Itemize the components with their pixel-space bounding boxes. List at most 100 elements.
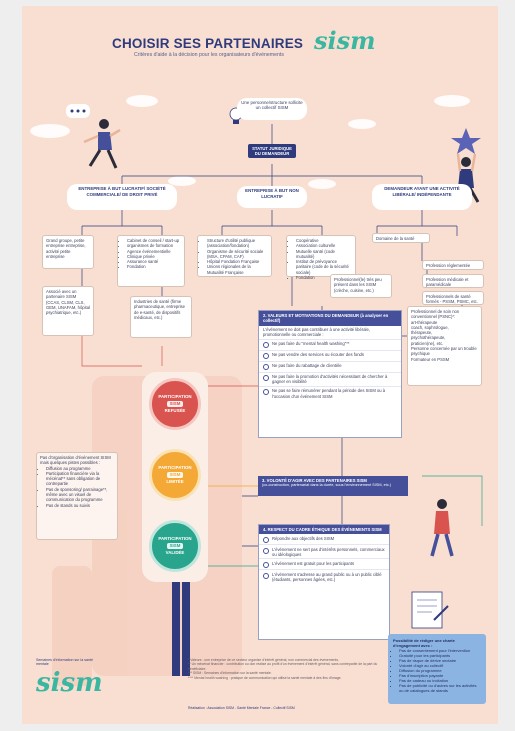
participation-limited: PARTICIPATION SISM LIMITÉE <box>149 449 201 501</box>
values-item: Ne pas faire la promotion d'activités né… <box>259 371 401 386</box>
panel-partners: 3. VOLONTÉ D'AGIR AVEC DES PARTENAIRES S… <box>258 476 408 496</box>
panel-partners-sub: (co-construction, partenariat dans la du… <box>262 483 392 488</box>
panel-ethics: 4. RESPECT DU CADRE ÉTHIQUE DES ÉVÉNEMEN… <box>258 524 390 640</box>
check-circle-icon <box>263 353 269 360</box>
participation-word: PARTICIPATION <box>158 536 192 541</box>
values-item-text: Ne pas faire la promotion d'activités né… <box>272 374 388 385</box>
blue-note-item: Pas de risque de dérive sectaire <box>399 658 481 663</box>
page-title: CHOISIR SES PARTENAIRES <box>112 36 304 51</box>
panel-values: 2. VALEURS ET MOTIVATIONS DU DEMANDEUR (… <box>258 310 402 438</box>
panel-values-intro: L'événement ne doit pas contribuer à une… <box>259 326 401 339</box>
left-notes-item: Pas de sponsoring/ parrainage**, même av… <box>46 487 114 503</box>
box-groups: Grand groupe, petite entreprise entrepri… <box>42 235 94 269</box>
blue-note-item: Gratuité pour les participants <box>399 653 481 658</box>
coop-item: Association culturelle <box>296 243 352 248</box>
statut-label: STATUT JURIDIQUE DU DEMANDEUR <box>248 144 296 158</box>
box-domain: Domaine de la santé <box>372 233 430 243</box>
left-notes: Pas d'organisation d'événement SISM mais… <box>36 452 118 540</box>
coop-item: Fondation <box>296 275 352 280</box>
panel-partners-title: 3. VOLONTÉ D'AGIR AVEC DES PARTENAIRES S… <box>262 478 367 483</box>
box-medical: Profession médicale et paramédicale <box>422 274 484 288</box>
participation-validated: PARTICIPATION SISM VALIDÉE <box>149 520 201 572</box>
unconv-line: Personne concernée par un trouble psychi… <box>411 346 477 357</box>
logo-tagline: Semaines d'information sur la santé ment… <box>36 658 94 667</box>
ethics-item-text: L'événement ne sert pas d'intérêts perso… <box>272 546 385 557</box>
left-notes-item: Diffusion au programme <box>46 466 114 471</box>
box-coop: Coopérative Association culturelle Mutue… <box>286 235 356 280</box>
category-left: ENTREPRISE À BUT LUCRATIF/ SOCIÉTÉ COMME… <box>67 184 177 210</box>
ethics-item-text: Répondre aux objectifs des SISM <box>272 535 335 541</box>
footnote: **** Mental health washing : pratique de… <box>188 675 342 680</box>
person-walking-icon <box>430 499 454 557</box>
category-middle: ENTREPRISE À BUT NON LUCRATIF <box>237 186 307 208</box>
box-pro-low: Professionnel(le) très peu présent dans … <box>330 274 392 298</box>
participation-word: PARTICIPATION <box>158 465 192 470</box>
check-circle-icon <box>263 536 269 543</box>
cabinet-item: organismes de formation <box>127 243 181 248</box>
intro-text: L'événement ne doit pas contribuer à une… <box>263 327 370 338</box>
poster: CHOISIR SES PARTENAIRES sism Critères d'… <box>22 6 498 724</box>
check-circle-icon <box>263 561 269 568</box>
credits: Réalisation : Association SISM - Santé M… <box>188 706 295 710</box>
blue-note-item: Pas de publicité ou d'autres sur les act… <box>399 683 481 693</box>
blue-note-item: Volonté d'agir au collectif <box>399 663 481 668</box>
participation-state: LIMITÉE <box>166 479 184 484</box>
coop-item: Mutuelle santé (code mutualité) <box>296 249 352 260</box>
values-item: Ne pas vendre des services ou écouter de… <box>259 349 401 361</box>
ethics-item: L'événement est gratuit pour les partici… <box>259 558 389 569</box>
check-circle-icon <box>263 572 269 579</box>
panel-ethics-title: 4. RESPECT DU CADRE ÉTHIQUE DES ÉVÉNEMEN… <box>259 525 389 535</box>
participation-brand: SISM <box>166 401 184 407</box>
participation-word: PARTICIPATION <box>158 394 192 399</box>
unconv-line: coach, sophrologue, <box>411 324 449 330</box>
values-item-text: Ne pas faire du "mental health washing"*… <box>272 341 350 347</box>
unconv-line: psychothérapeute, <box>411 335 446 341</box>
box-cabinets: Cabinet de conseil / start-up organismes… <box>117 235 185 287</box>
values-item-text: Ne pas vendre des services ou écouter de… <box>272 352 364 358</box>
public-item: Structure d'utilité publique (associatio… <box>207 238 268 249</box>
check-circle-icon <box>263 389 269 396</box>
unconv-line: thérapeute, <box>411 330 433 336</box>
box-training: Professionnels de santé formés - PSSM, P… <box>422 291 484 305</box>
participation-brand: SISM <box>166 543 184 549</box>
box-partner: Associé avec un partenaire SISM (CCAS, C… <box>42 286 94 336</box>
check-circle-icon <box>263 547 269 554</box>
box-industry: Industries de santé (firme pharmaceutiqu… <box>130 296 192 338</box>
footnote: * Valeurs : une entreprise de ce secteur… <box>188 658 339 662</box>
footnote: ** Un mécénat financier : contribution o… <box>188 662 378 671</box>
coop-item: Coopérative <box>296 238 352 243</box>
panel-values-title: 2. VALEURS ET MOTIVATIONS DU DEMANDEUR (… <box>259 311 401 326</box>
box-public: Structure d'utilité publique (associatio… <box>197 235 272 277</box>
box-unconventional: Professionnel de soin non conventionnel … <box>407 306 482 386</box>
participation-refused: PARTICIPATION SISM REFUSÉE <box>149 378 201 430</box>
cabinet-item: Assurance santé <box>127 259 181 264</box>
values-item: Ne pas se faire rémunérer pendant la pér… <box>259 385 401 400</box>
blue-note-item: Pas de consentement pour l'intervention <box>399 648 481 653</box>
footnotes: * Valeurs : une entreprise de ce secteur… <box>188 658 378 680</box>
values-item: Ne pas faire du "mental health washing"*… <box>259 338 401 350</box>
page-subtitle: Critères d'aide à la décision pour les o… <box>134 52 284 58</box>
left-notes-intro: Pas d'organisation d'événement SISM mais… <box>40 455 111 466</box>
sism-logo: Semaines d'information sur la santé ment… <box>36 658 106 714</box>
ethics-item-text: L'événement est gratuit pour les partici… <box>272 560 355 566</box>
unconv-line: Formateur en PSSM <box>411 356 450 362</box>
blue-note-item: Pas d'inscription payante <box>399 673 481 678</box>
cabinet-item: Cabinet de conseil / start-up <box>127 238 181 243</box>
participation-state: VALIDÉE <box>165 550 185 555</box>
check-circle-icon <box>263 342 269 349</box>
check-circle-icon <box>263 364 269 371</box>
values-item-text: Ne pas faire du rabattage de clientèle <box>272 363 342 369</box>
blue-note: Possibilité de rédiger une charte d'enga… <box>388 634 486 704</box>
values-item: Ne pas faire du rabattage de clientèle <box>259 360 401 372</box>
category-right-label: DEMANDEUR AYANT UNE ACTIVITÉ LIBÉRALE/ I… <box>384 186 460 197</box>
public-item: Organisme de sécurité sociale (MSA, CPAM… <box>207 249 268 260</box>
participation-brand: SISM <box>166 472 184 478</box>
coop-item: Institut de prévoyance paritaire (code d… <box>296 259 352 275</box>
category-middle-label: ENTREPRISE À BUT NON LUCRATIF <box>245 188 299 199</box>
public-item: Hôpital Fondation Française <box>207 259 268 264</box>
document-sign-icon <box>411 591 449 629</box>
public-item: Unions régionales de la Mutualité França… <box>207 264 268 275</box>
unconv-line: praticien(ne), etc. <box>411 340 444 346</box>
values-item-text: Ne pas se faire rémunérer pendant la pér… <box>272 388 386 399</box>
ethics-item: L'événement ne sert pas d'intérêts perso… <box>259 544 389 558</box>
